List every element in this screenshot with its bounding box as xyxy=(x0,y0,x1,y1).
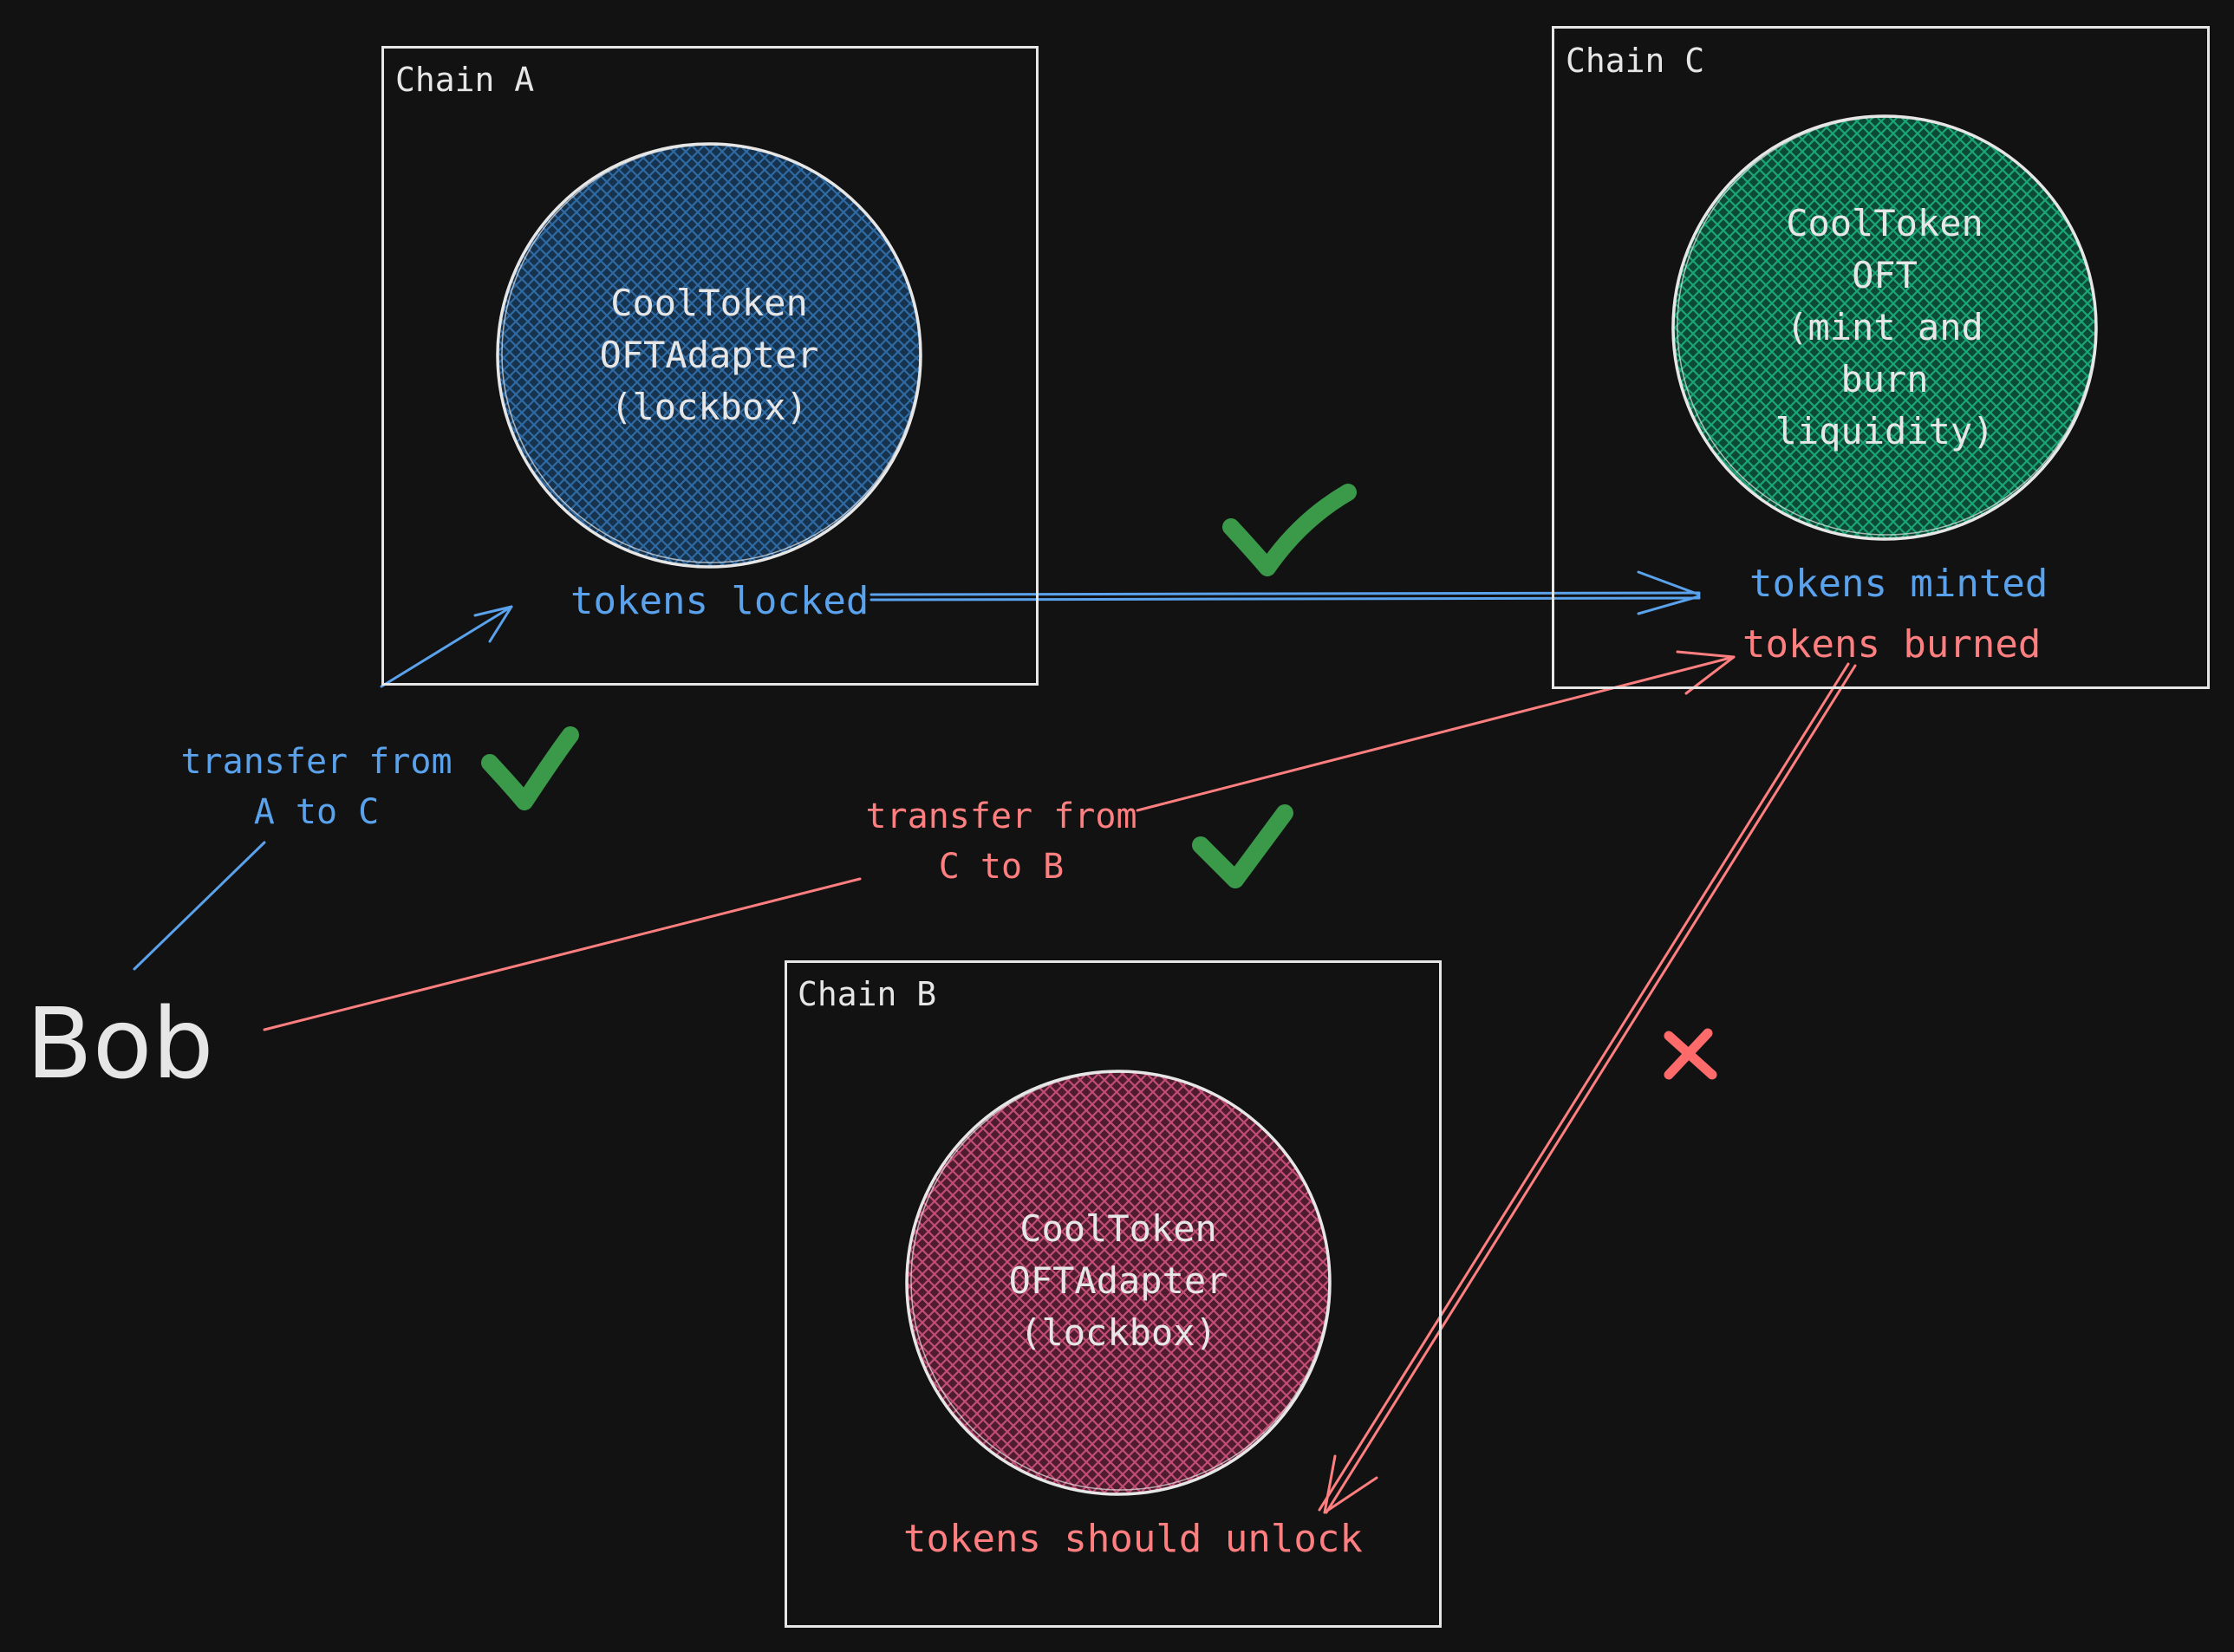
chain-b-label: Chain B xyxy=(798,975,937,1013)
arrow-chain-a-to-chain-c xyxy=(870,570,1701,615)
chain-c-contract-name: CoolToken OFT (mint and burn liquidity) xyxy=(1775,202,1995,452)
chain-c-contract-circle xyxy=(1671,114,2098,541)
tokens-burned-label: tokens burned xyxy=(1742,622,2042,667)
chain-a-contract-circle xyxy=(496,142,922,569)
chain-a-label: Chain A xyxy=(395,61,535,99)
chain-b-contract-circle xyxy=(905,1070,1332,1496)
cross-icon xyxy=(1664,1028,1717,1080)
arrow-bob-to-chain-a xyxy=(133,605,513,971)
checkmark-icon xyxy=(1222,484,1357,576)
transfer-c-to-b-label: transfer from C to B xyxy=(865,797,1137,887)
chain-c-label: Chain C xyxy=(1566,42,1705,80)
transfer-a-to-c-label: transfer from A to C xyxy=(180,742,453,832)
chain-b-box xyxy=(785,960,1442,1628)
tokens-minted-label: tokens minted xyxy=(1749,562,2048,606)
checkmark-icon xyxy=(1192,804,1293,888)
checkmark-icon xyxy=(481,726,579,810)
actor-bob: Bob xyxy=(26,988,214,1101)
chain-a-contract-name: CoolToken OFTAdapter (lockbox) xyxy=(599,282,819,428)
chain-a-box xyxy=(381,46,1039,686)
chain-c-box xyxy=(1552,26,2210,689)
arrow-chain-c-to-chain-b xyxy=(1318,662,1857,1514)
arrow-bob-to-chain-c xyxy=(263,650,1736,1031)
tokens-should-unlock-label: tokens should unlock xyxy=(903,1517,1363,1561)
chain-b-contract-name: CoolToken OFTAdapter (lockbox) xyxy=(1008,1207,1228,1354)
tokens-locked-label: tokens locked xyxy=(570,579,870,623)
